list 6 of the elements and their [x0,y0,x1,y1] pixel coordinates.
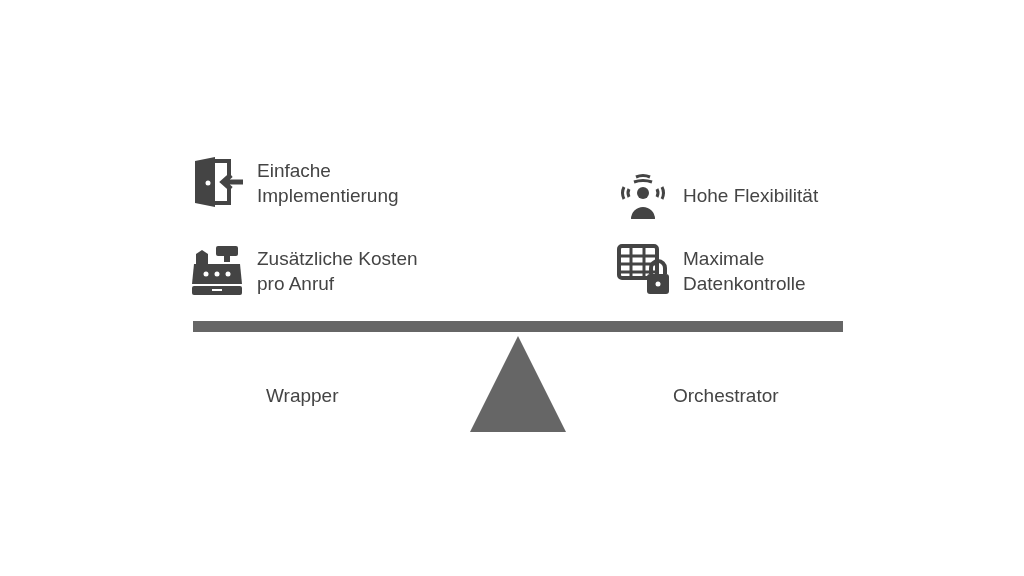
drawback-text: Zusätzliche Kosten pro Anruf [257,247,419,296]
benefit-text: Maximale Datenkontrolle [683,247,807,296]
side-label: Wrapper [266,384,339,408]
benefit-text: Einfache Implementierung [257,159,400,208]
benefit-text: Hohe Flexibilität [683,184,820,208]
side-label: Orchestrator [673,384,779,408]
